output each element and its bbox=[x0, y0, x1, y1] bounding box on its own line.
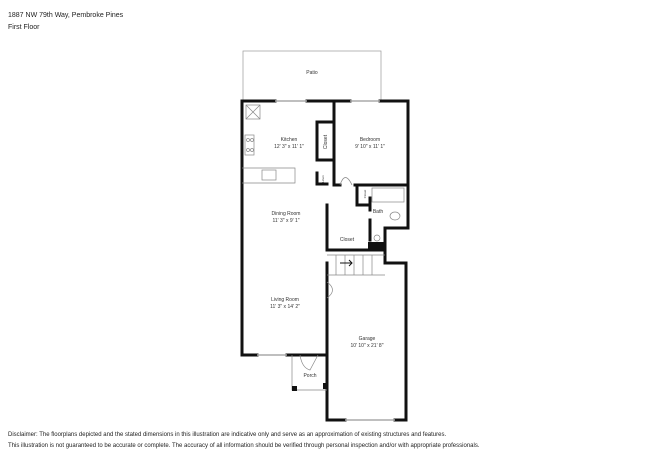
room-label-patio: Patio bbox=[306, 70, 318, 76]
stove-icon bbox=[244, 134, 255, 156]
sink-icon bbox=[261, 169, 277, 181]
windows bbox=[257, 100, 395, 421]
bathtub-icon bbox=[371, 187, 405, 203]
room-label-living: Living Room bbox=[271, 297, 299, 303]
room-label-bedroom: Bedroom bbox=[360, 137, 380, 143]
room-dims-bedroom: 9' 10" x 11' 1" bbox=[355, 144, 385, 150]
room-label-porch: Porch bbox=[303, 373, 316, 379]
room-dims-garage: 10' 10" x 21' 8" bbox=[351, 343, 384, 349]
room-label-bath: Bath bbox=[373, 209, 384, 215]
counter bbox=[242, 167, 296, 184]
stairs-arrow-icon bbox=[340, 259, 353, 267]
room-dims-kitchen: 12' 3" x 11' 1" bbox=[274, 144, 304, 150]
address-title: 1887 NW 79th Way, Pembroke Pines bbox=[8, 12, 124, 19]
floor-label: First Floor bbox=[8, 24, 40, 31]
room-label-dining: Dining Room bbox=[272, 211, 301, 217]
toilet-icon bbox=[389, 211, 401, 221]
room-label-closet-bath: Closet bbox=[363, 190, 367, 199]
room-dims-dining: 11' 3" x 9' 1" bbox=[272, 218, 299, 224]
water-heater bbox=[368, 242, 385, 250]
room-label-closet-small: Closet bbox=[323, 134, 329, 149]
porch-post bbox=[323, 383, 327, 389]
fridge-icon bbox=[245, 104, 261, 120]
patio-outline bbox=[242, 50, 382, 102]
room-label-kitchen: Kitchen bbox=[281, 137, 298, 143]
fixtures bbox=[242, 100, 405, 421]
porch-post bbox=[292, 386, 297, 391]
disclaimer-line-1: Disclaimer: The floorplans depicted and … bbox=[8, 432, 447, 438]
bedroom-door-swing bbox=[339, 177, 353, 186]
bath-sink-icon bbox=[373, 234, 381, 242]
room-dims-living: 11' 3" x 14' 2" bbox=[270, 304, 300, 310]
room-label-linen: Linen bbox=[321, 175, 325, 183]
room-label-closet: Closet bbox=[340, 237, 355, 243]
walls bbox=[240, 99, 410, 422]
garage-door-swing bbox=[326, 281, 333, 299]
disclaimer-line-2: This illustration is not guaranteed to b… bbox=[8, 443, 480, 449]
room-label-garage: Garage bbox=[359, 336, 376, 342]
stairs bbox=[327, 254, 385, 276]
front-door-swing bbox=[299, 354, 319, 371]
